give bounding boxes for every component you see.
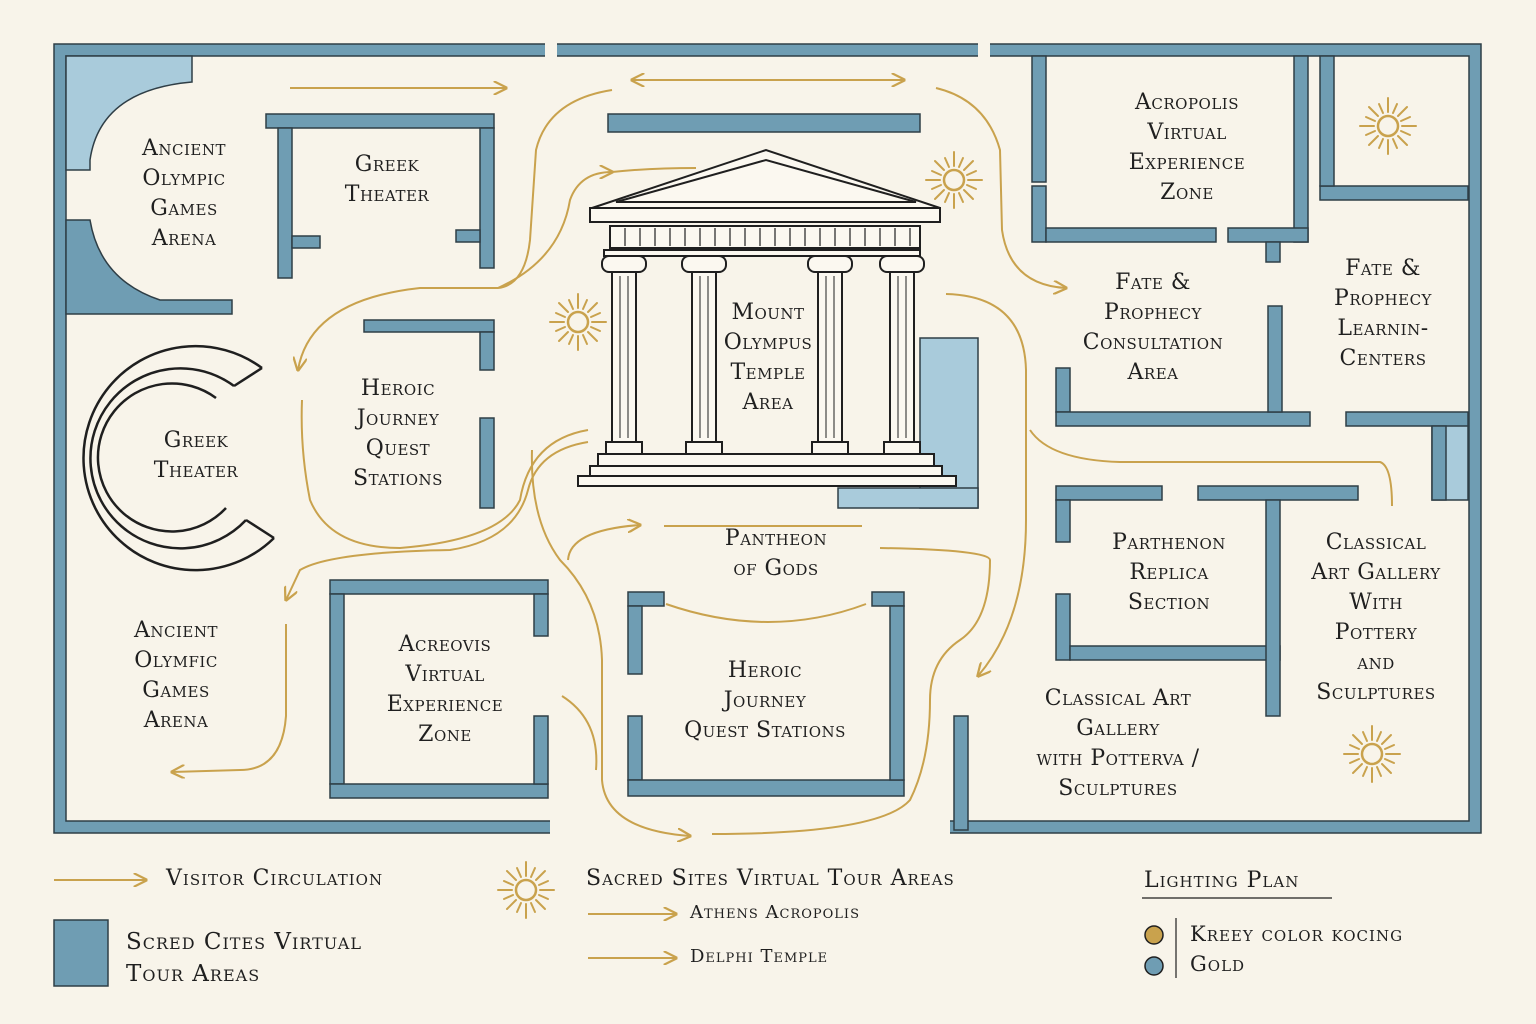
zone-pantheon-of-gods: Pantheon of Gods <box>724 526 828 581</box>
zone-heroic-journey-bottom: Heroic Journey Quest Stations <box>684 658 846 743</box>
circulation-paths <box>172 80 1393 836</box>
legend-lighting-plan: Lighting Plan <box>1144 868 1300 893</box>
legend-graphics <box>53 880 1332 987</box>
zone-greek-theater-top: Greek Theater <box>344 152 430 207</box>
legend-swatch <box>53 919 109 987</box>
zone-classical-art-right: Classical Art Gallery With Pottery and S… <box>1311 530 1441 705</box>
interior-walls <box>265 55 1469 831</box>
dot-icon <box>1144 925 1164 945</box>
zone-acropolis-virtual-top: Acropolis Virtual Experience Zone <box>1128 90 1246 205</box>
temple-icon <box>577 148 957 487</box>
zone-heroic-journey-left: Heroic Journey Quest Stations <box>353 376 443 491</box>
zone-classical-art-bottom: Classical Art Gallery with Potterva / Sc… <box>1036 686 1200 801</box>
sun-icon <box>496 860 556 920</box>
theater-arcs <box>82 344 275 572</box>
zone-ancient-olymfic-bottom: Ancient Olymfic Games Arena <box>134 618 218 733</box>
legend-gold: Gold <box>1190 952 1246 976</box>
dot-icon <box>1144 956 1164 976</box>
zone-mount-olympus-temple: Mount Olympus Temple Area <box>723 300 813 415</box>
zone-acreovis-virtual: Acreovis Virtual Experience Zone <box>386 632 504 747</box>
zone-fate-prophecy-learning: Fate & Prophecy Learnin- Centers <box>1334 256 1432 371</box>
legend-scred-cites: Scred Cites Virtual Tour Areas <box>126 929 362 987</box>
legend-kreey-color: Kreey color kocing <box>1190 922 1404 946</box>
zone-parthenon-replica: Parthenon Replica Section <box>1112 530 1226 615</box>
zone-greek-theater-left: Greek Theater <box>153 428 239 483</box>
legend-visitor-circulation: Visitor Circulation <box>166 866 384 891</box>
legend-athens-acropolis: Athens Acropolis <box>690 902 860 923</box>
zone-ancient-olympic-games-arena-top: Ancient Olympic Games Arena <box>142 136 226 251</box>
zone-fate-prophecy-consultation: Fate & Prophecy Consultation Area <box>1082 270 1224 385</box>
legend-sacred-sites-title: Sacred Sites Virtual Tour Areas <box>586 866 955 891</box>
legend-delphi-temple: Delphi Temple <box>690 946 829 967</box>
